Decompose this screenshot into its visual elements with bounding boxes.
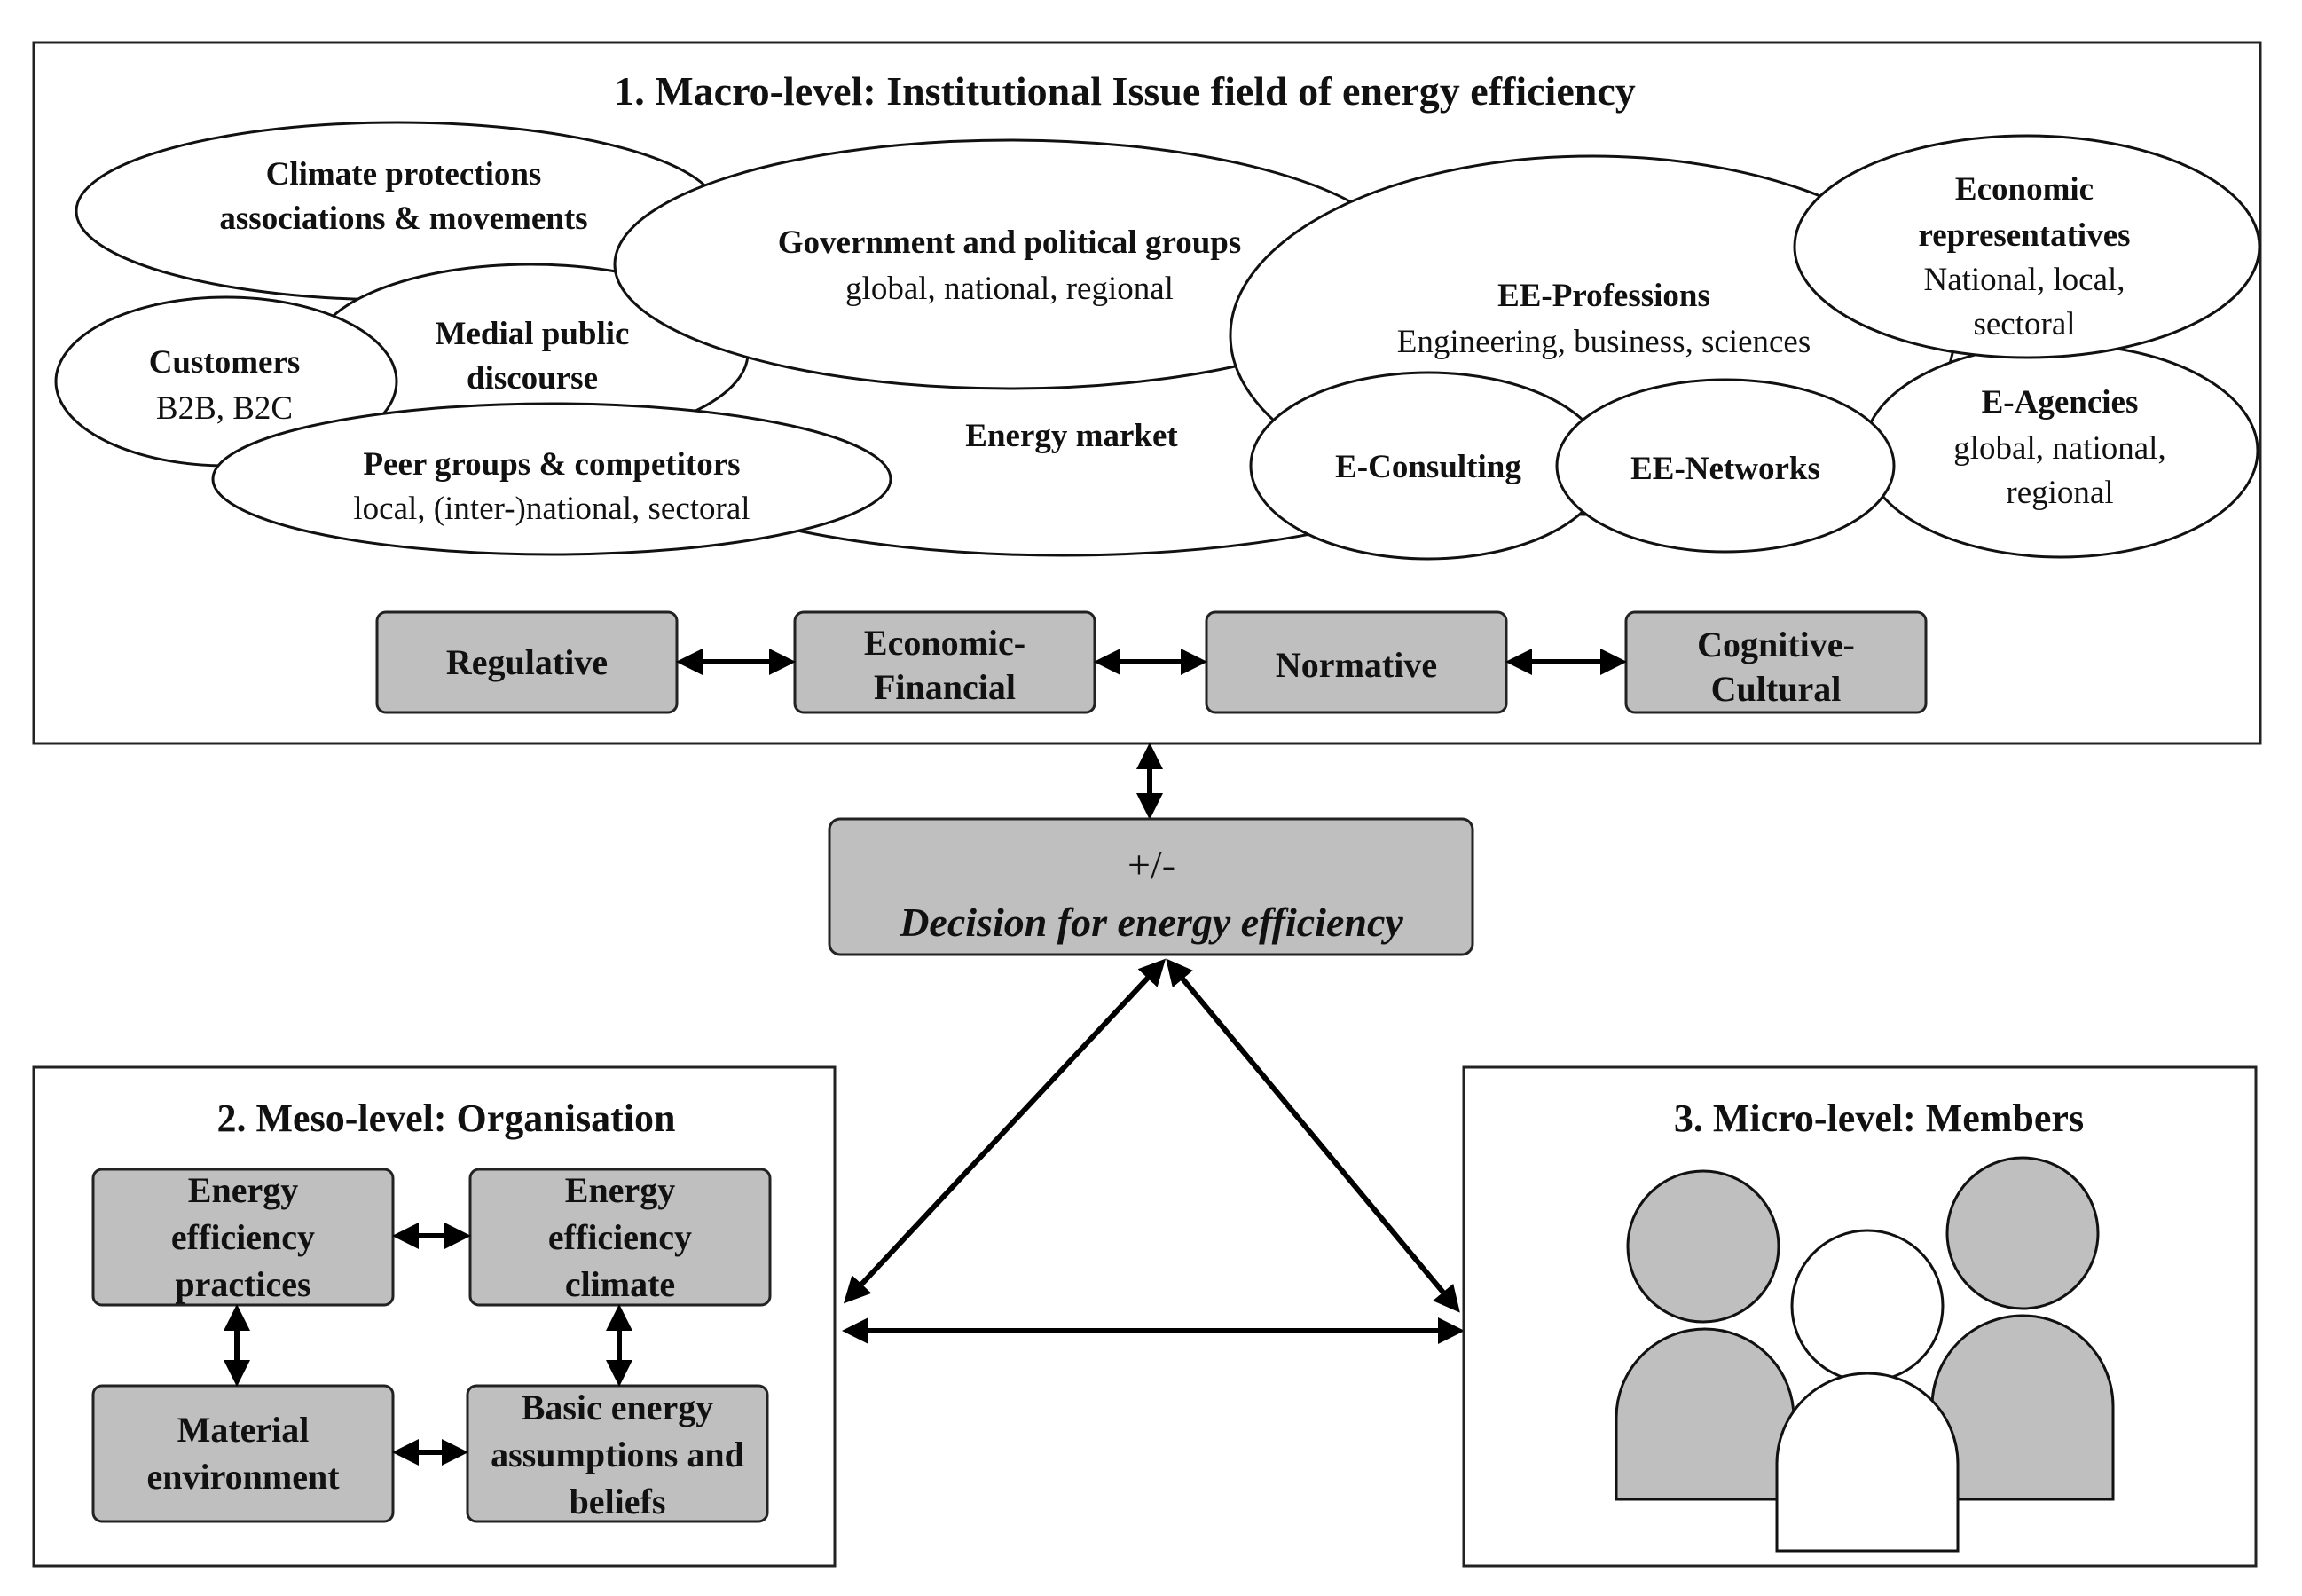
economic-reps-label-line2: representatives	[1918, 217, 2130, 254]
e-consulting-label: E-Consulting	[1335, 449, 1521, 485]
pillar-cognitive-label-line2: Cultural	[1711, 669, 1842, 709]
person-right-body	[1930, 1314, 2115, 1501]
arrow-decision-meso	[843, 958, 1167, 1304]
e-agencies-label: E-Agencies	[1982, 384, 2139, 421]
ee-professions-label: EE-Professions	[1497, 278, 1710, 314]
pillar-economic-label-line2: Financial	[874, 667, 1016, 707]
pillar-cognitive-label-line1: Cognitive-	[1697, 625, 1855, 664]
members-icon	[1615, 1156, 2115, 1553]
economic-reps-label-line1: Economic	[1955, 171, 2094, 208]
e-agencies-detail-line1: global, national,	[1953, 430, 2165, 467]
energy-market-label: Energy market	[965, 418, 1178, 454]
decision-box	[828, 817, 1474, 956]
peer-groups-label: Peer groups & competitors	[363, 446, 740, 483]
material-label-line1: Material	[177, 1410, 310, 1450]
pillar-regulative-label: Regulative	[446, 642, 608, 682]
person-right-head	[1945, 1156, 2100, 1310]
assumptions-label-line3: beliefs	[570, 1482, 666, 1521]
peer-groups-detail: local, (inter-)national, sectoral	[353, 491, 750, 527]
decision-label: Decision for energy efficiency	[899, 900, 1403, 945]
person-center-head	[1790, 1229, 1945, 1383]
person-left-body	[1615, 1327, 1795, 1501]
climate-box-label-line1: Energy	[565, 1170, 675, 1210]
ee-networks-label: EE-Networks	[1630, 451, 1820, 487]
person-left-head	[1626, 1169, 1780, 1324]
practices-label-line1: Energy	[188, 1170, 298, 1210]
customers-label: Customers	[149, 344, 301, 381]
climate-label-line2: associations & movements	[219, 200, 587, 237]
e-agencies-detail-line2: regional	[2006, 475, 2113, 511]
material-label-line2: environment	[146, 1457, 340, 1497]
government-label: Government and political groups	[778, 224, 1242, 261]
climate-label-line1: Climate protections	[266, 156, 542, 193]
economic-representatives-ellipse	[1793, 134, 2261, 359]
micro-level-title: 3. Micro-level: Members	[1674, 1097, 2084, 1140]
assumptions-label-line2: assumptions and	[491, 1435, 744, 1474]
decision-sign: +/-	[1127, 842, 1175, 887]
arrow-decision-micro	[1166, 958, 1460, 1313]
government-detail: global, national, regional	[845, 271, 1174, 307]
pillar-economic-label-line1: Economic-	[864, 623, 1025, 663]
assumptions-label-line1: Basic energy	[522, 1388, 714, 1427]
macro-level-title: 1. Macro-level: Institutional Issue fiel…	[614, 68, 1635, 114]
medial-label-line1: Medial public	[436, 316, 630, 352]
person-center-body	[1775, 1372, 1960, 1553]
meso-level-title: 2. Meso-level: Organisation	[217, 1097, 676, 1140]
ee-professions-detail: Engineering, business, sciences	[1397, 324, 1811, 360]
economic-reps-detail-line1: National, local,	[1923, 262, 2125, 298]
climate-box-label-line3: climate	[565, 1264, 675, 1304]
medial-label-line2: discourse	[467, 360, 598, 397]
customers-detail: B2B, B2C	[156, 390, 293, 427]
climate-box-label-line2: efficiency	[548, 1217, 692, 1257]
practices-label-line2: efficiency	[171, 1217, 315, 1257]
pillar-normative-label: Normative	[1276, 645, 1437, 685]
practices-label-line3: practices	[175, 1264, 310, 1304]
ee-networks-ellipse	[1555, 378, 1896, 554]
peer-groups-ellipse	[211, 402, 892, 556]
meso-box-material	[91, 1384, 395, 1523]
economic-reps-detail-line2: sectoral	[1973, 306, 2075, 342]
